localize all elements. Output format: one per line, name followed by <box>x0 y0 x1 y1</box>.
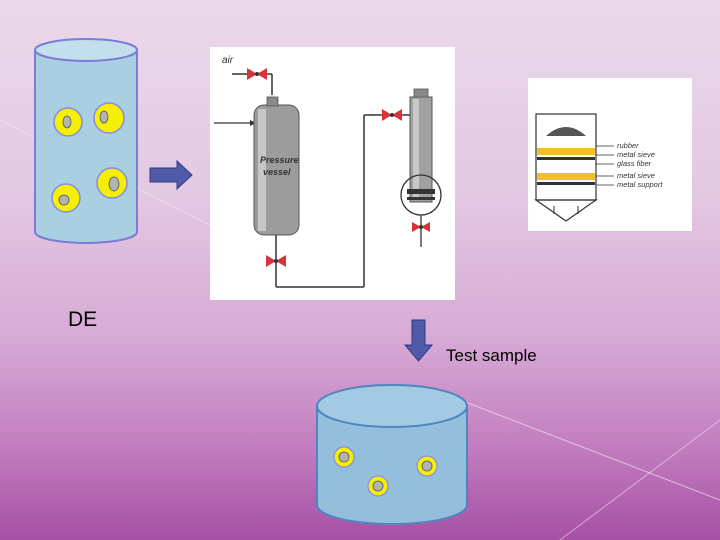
valve-icon <box>247 68 267 80</box>
filter-stack-diagram: rubber metal sieve glass fiber metal sie… <box>528 78 692 231</box>
cell-1 <box>53 107 83 137</box>
layer-label: glass fiber <box>617 159 652 168</box>
valve-icon <box>266 255 286 267</box>
layer-label: rubber <box>617 141 639 150</box>
svg-text:Pressure: Pressure <box>260 155 299 165</box>
filtration-apparatus: air Pressure vessel <box>210 47 455 300</box>
cell-4 <box>96 167 128 199</box>
cell-3 <box>51 183 81 213</box>
svg-text:vessel: vessel <box>263 167 291 177</box>
layer-label: metal sieve <box>617 150 655 159</box>
valve-icon <box>412 222 430 232</box>
air-label: air <box>222 55 234 66</box>
filter-column <box>400 88 442 247</box>
filter-stack-drawing: rubber metal sieve glass fiber metal sie… <box>534 113 663 222</box>
cell-2 <box>93 102 125 134</box>
cell-6 <box>367 475 389 497</box>
cell-7 <box>416 455 438 477</box>
pressure-vessel: Pressure vessel <box>253 96 300 236</box>
valve-icon <box>382 109 402 121</box>
layer-label: metal sieve <box>617 171 655 180</box>
cell-5 <box>333 446 355 468</box>
destination-label: Test sample <box>446 346 537 365</box>
apparatus-drawing: air Pressure vessel <box>214 55 442 288</box>
layer-label: metal support <box>617 180 663 189</box>
source-label: DE <box>68 308 98 331</box>
